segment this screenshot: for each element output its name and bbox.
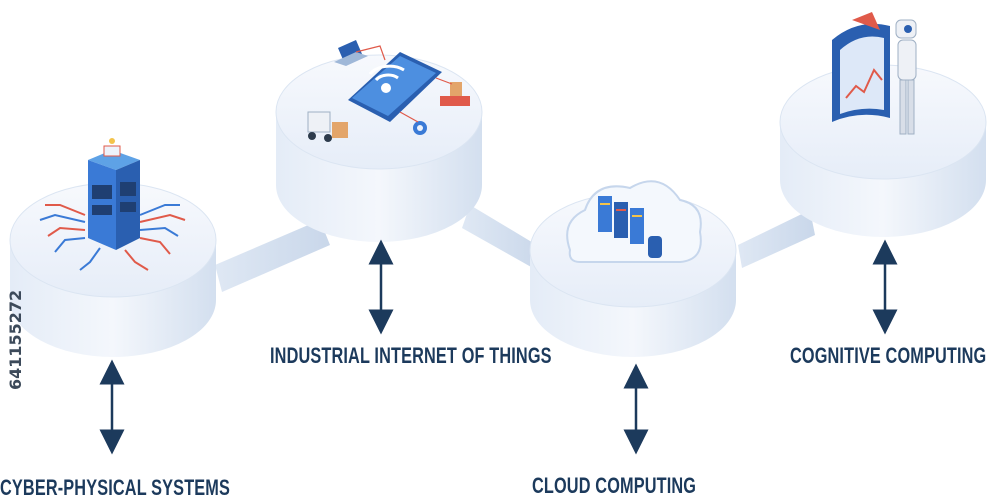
platform-cyber-physical [9,138,217,357]
label-cyber-physical-systems: CYBER-PHYSICAL SYSTEMS [0,475,231,500]
cloud-servers-icon [566,180,702,263]
platform-iiot [275,40,483,242]
robot-screen-icon [832,12,917,135]
label-cognitive-computing: COGNITIVE COMPUTING [790,343,987,368]
smartphone-wifi-icon [348,52,442,122]
forklift-icon [307,111,348,142]
platform-cloud [529,180,737,357]
circuit-traces-icon [39,204,186,271]
bridge-1 [215,220,330,292]
laptop-icon [334,40,368,66]
bridge-2 [462,205,545,272]
gear-icon [413,121,427,135]
connector-arrows [99,239,898,455]
server-chip-icon [88,138,140,250]
platform-cognitive [779,12,987,237]
robot-arm-icon [440,82,470,106]
label-industrial-internet-of-things: INDUSTRIAL INTERNET OF THINGS [270,343,552,368]
bridge-3 [738,210,815,268]
network-links [355,45,453,123]
bridges [215,205,815,292]
label-cloud-computing: CLOUD COMPUTING [532,473,697,498]
stock-id-watermark: 641155272 [6,289,25,390]
